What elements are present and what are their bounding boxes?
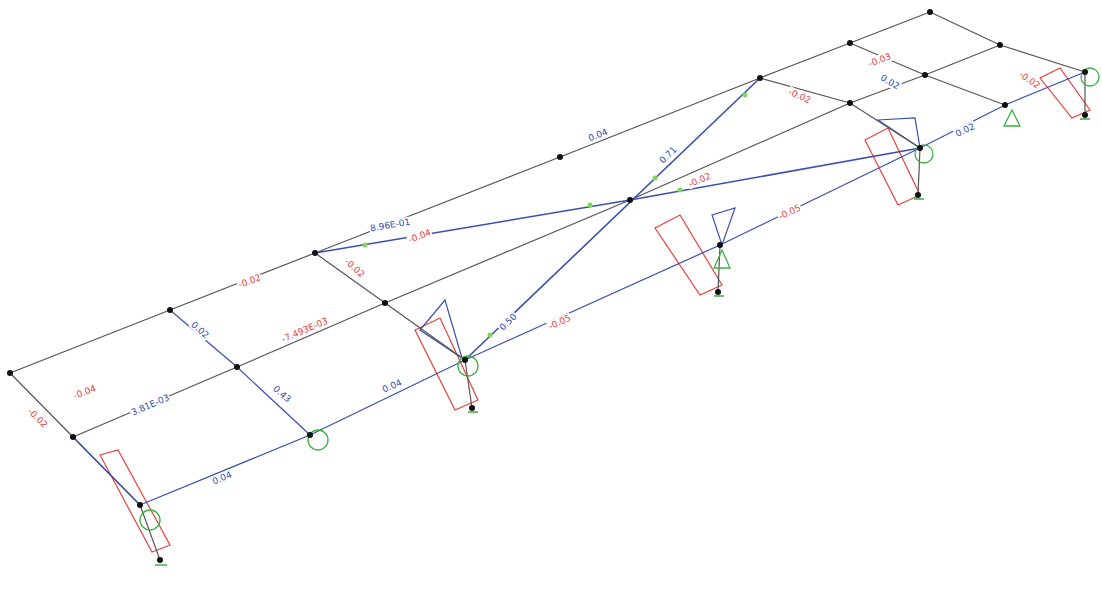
- force-value: 0.50: [497, 311, 520, 334]
- force-value: 0.02: [188, 319, 211, 341]
- joint-dot: [1002, 102, 1008, 108]
- force-value: -0.02: [1017, 69, 1043, 92]
- force-value: 0.71: [657, 144, 680, 167]
- joint-dot: [757, 75, 763, 81]
- moment-diagram: [420, 300, 462, 358]
- joint-dot: [1082, 69, 1088, 75]
- force-value: 0.02: [878, 72, 902, 92]
- beam-line: [170, 310, 310, 435]
- node-marker: [678, 188, 683, 193]
- force-value: 0.04: [586, 126, 610, 143]
- joint-dot: [1082, 112, 1088, 118]
- force-value: -0.03: [866, 51, 893, 69]
- column-line: [918, 148, 920, 195]
- moment-diagram: [100, 450, 170, 552]
- beam-line: [140, 72, 1085, 505]
- beam-line: [10, 12, 930, 373]
- force-value: 0.02: [953, 121, 977, 139]
- node-marker: [488, 333, 493, 338]
- joint-dot: [627, 197, 633, 203]
- joint-dot: [157, 557, 163, 563]
- joint-dot: [557, 154, 563, 160]
- node-marker: [653, 176, 658, 181]
- support-symbol: [1081, 68, 1099, 86]
- support-symbol: [915, 145, 933, 163]
- moment-diagram: [865, 128, 920, 205]
- joint-dot: [717, 242, 723, 248]
- joint-dot: [997, 42, 1003, 48]
- joint-dot: [915, 192, 921, 198]
- force-value: -0.04: [406, 227, 433, 245]
- brace-line: [465, 78, 760, 360]
- support-symbol: [140, 510, 160, 530]
- beam-line: [930, 12, 1085, 72]
- support-symbol: [1004, 110, 1020, 126]
- joint-dot: [7, 370, 13, 376]
- beam-line: [73, 437, 140, 505]
- joint-dot: [167, 307, 173, 313]
- column-line: [140, 505, 160, 560]
- moment-diagram: [1040, 68, 1090, 118]
- beam-line: [315, 253, 465, 360]
- joint-dot: [462, 357, 468, 363]
- joint-dot: [917, 145, 923, 151]
- joint-dot: [469, 405, 475, 411]
- node-marker: [363, 243, 368, 248]
- joint-dot: [715, 289, 721, 295]
- support-symbol: [458, 356, 478, 376]
- column-line: [1084, 72, 1085, 115]
- node-marker: [588, 203, 593, 208]
- joint-dot: [922, 72, 928, 78]
- node-marker: [743, 93, 748, 98]
- force-value: -0.05: [546, 312, 573, 331]
- beam-line: [73, 45, 1000, 437]
- force-value: -0.04: [71, 383, 98, 401]
- force-value: -0.02: [236, 272, 263, 290]
- joint-dot: [382, 300, 388, 306]
- support-symbol: [714, 250, 730, 268]
- joint-dot: [137, 502, 143, 508]
- force-value: -0.02: [26, 406, 51, 431]
- force-value: 0.04: [210, 469, 234, 487]
- joint-dot: [847, 100, 853, 106]
- force-value: -0.05: [776, 202, 803, 222]
- force-value: 0.04: [380, 377, 404, 395]
- joint-dot: [70, 434, 76, 440]
- support-symbol: [308, 430, 328, 450]
- moment-diagram: [655, 215, 722, 295]
- joint-dot: [307, 432, 313, 438]
- joint-dot: [234, 364, 240, 370]
- joint-dot: [312, 250, 318, 256]
- joint-dot: [927, 9, 933, 15]
- force-value: 8.96E-01: [368, 216, 412, 233]
- column-line: [465, 360, 472, 408]
- brace-line: [315, 200, 630, 253]
- force-value: 3.81E-03: [129, 392, 172, 418]
- force-value: -0.02: [342, 256, 367, 280]
- beam-line: [850, 43, 1005, 105]
- support-symbol: [155, 119, 1090, 565]
- beam-line: [10, 373, 140, 505]
- joint-dot: [847, 40, 853, 46]
